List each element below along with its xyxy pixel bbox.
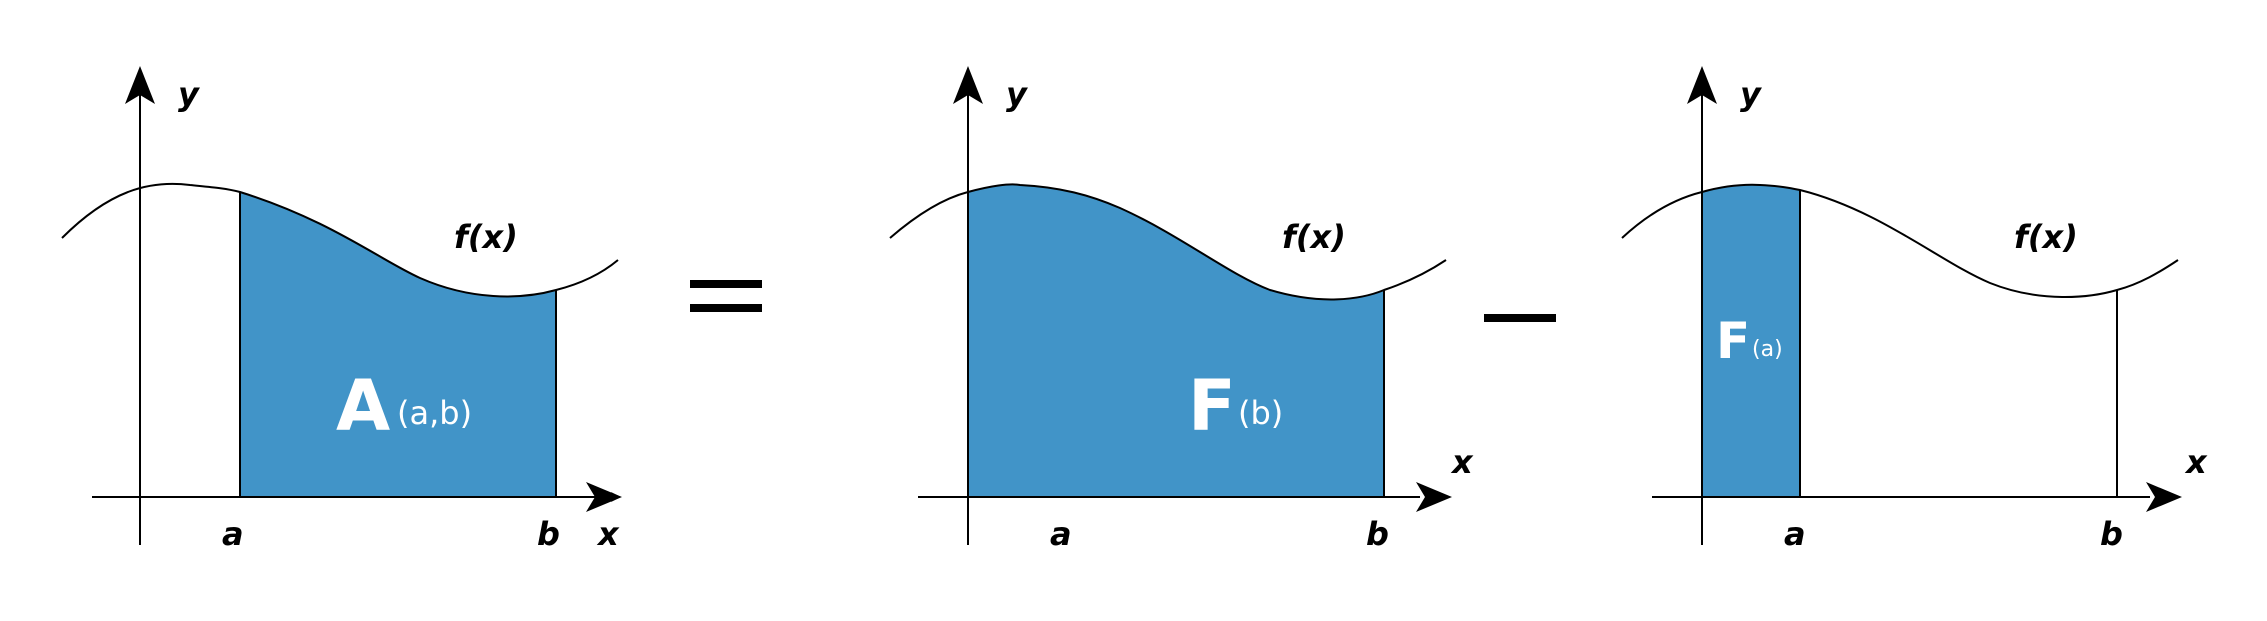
y-axis-label: y [1006,75,1028,113]
area-letter: F [1188,365,1236,447]
shaded-area-a-to-b [240,192,556,497]
y-axis-arrowhead [1687,66,1717,104]
area-subscript: (b) [1238,394,1283,432]
y-axis-label: y [178,75,200,113]
y-axis-arrowhead [125,66,155,104]
function-label: f(x) [454,218,518,256]
function-curve [61,182,619,298]
equals-sign [690,280,762,312]
x-axis-arrowhead [1416,482,1452,512]
b-label: b [1366,515,1389,553]
y-axis-arrowhead [953,66,983,104]
area-subscript: (a,b) [397,394,472,432]
a-label: a [222,515,244,553]
shaded-area-0-to-b [968,184,1384,498]
x-axis-arrowhead [2146,482,2182,512]
b-label: b [2100,515,2123,553]
x-axis-label: x [2184,443,2208,481]
function-label: f(x) [2014,218,2078,256]
y-axis-label: y [1740,75,1762,113]
panel-antiderivative-b: y x a b f(x) F (b) [889,66,1474,553]
a-label: a [1050,515,1072,553]
shaded-area-0-to-a [1702,184,1800,497]
area-subscript: (a) [1752,337,1783,362]
x-axis-label: x [596,515,620,553]
area-letter: A [336,365,390,447]
x-axis-label: x [1450,443,1474,481]
a-label: a [1784,515,1806,553]
area-letter: F [1716,312,1750,370]
b-label: b [537,515,560,553]
function-label: f(x) [1282,218,1346,256]
panel-area-a-to-b: y x a b f(x) A (a,b) [61,66,622,553]
x-axis-arrowhead [586,482,622,512]
panel-antiderivative-a: y x a b f(x) F (a) [1621,66,2208,553]
